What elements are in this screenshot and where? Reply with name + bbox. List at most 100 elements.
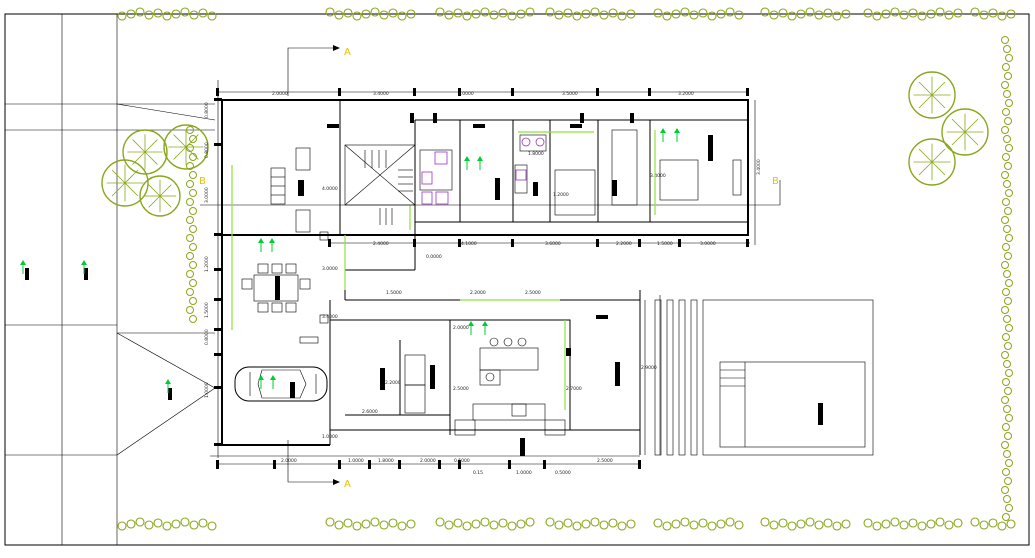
dim-tick: [368, 460, 371, 469]
hedge-leaf: [186, 162, 194, 170]
hedge-leaf: [1004, 297, 1012, 305]
hedge-leaf: [189, 189, 197, 197]
staircase: [344, 144, 416, 225]
hedge-leaf: [1003, 45, 1011, 53]
hedge-leaf: [406, 9, 416, 19]
dim-bu-5: 1.5000: [657, 241, 673, 247]
hedge-leaf: [1001, 306, 1009, 314]
hedge-leaf: [343, 518, 353, 528]
dimension-ticks: [214, 88, 749, 469]
hedge-leaf: [1004, 387, 1012, 395]
hedge-leaf: [186, 288, 194, 296]
dim-left-6: 0.8000: [204, 329, 210, 345]
hedge-leaf: [1005, 459, 1013, 467]
hedge-leaf: [814, 10, 824, 20]
hedge-leaf: [507, 521, 517, 531]
hedge-leaf: [1003, 450, 1011, 458]
hedge-leaf: [480, 7, 490, 17]
tag: [818, 403, 823, 425]
dim-tick: [398, 460, 401, 469]
hedge-leaf: [343, 8, 353, 18]
dim-bottom-small-2: 1.0000: [516, 470, 532, 476]
tag: [570, 124, 582, 128]
dim-tick: [273, 460, 276, 469]
dim-tick: [214, 353, 222, 356]
dim-int-4: 1.5000: [386, 290, 402, 296]
hedge-leaf: [370, 517, 380, 527]
hedge-leaf: [698, 518, 708, 528]
hedge-leaf: [144, 520, 154, 530]
hedge-leaf: [590, 7, 600, 17]
dim-tick: [338, 460, 341, 469]
hedge-leaf: [823, 518, 833, 528]
hedge-leaf: [769, 520, 779, 530]
dim-tick: [338, 88, 341, 96]
hedge-leaf: [325, 7, 335, 17]
hedge-leaf: [662, 521, 672, 531]
dim-tick: [214, 233, 222, 236]
hedge-leaf: [171, 519, 181, 529]
dim-top-5: 3.2000: [678, 91, 694, 97]
hedge-leaf: [760, 517, 770, 527]
hedge-leaf: [908, 8, 918, 18]
black-annotation-tags: [25, 113, 823, 456]
hedge-leaf: [881, 9, 891, 19]
hedge-leaf: [899, 520, 909, 530]
level-marker: [464, 156, 470, 170]
hedge-leaf: [171, 9, 181, 19]
dim-top-3: 1.0000: [458, 91, 474, 97]
hedge-leaf: [554, 10, 564, 20]
hedge-leaf: [361, 519, 371, 529]
dim-bottom-3: 1.8000: [378, 458, 394, 464]
hedge-leaf: [186, 180, 194, 188]
hedge-leaf: [1001, 396, 1009, 404]
hedge-leaf: [388, 518, 398, 528]
hedge-leaf: [1003, 360, 1011, 368]
hedge-leaf: [725, 7, 735, 17]
hedge-leaf: [590, 517, 600, 527]
hedge-leaf: [1005, 279, 1013, 287]
hedge-leaf: [370, 7, 380, 17]
level-marker: [468, 321, 474, 335]
hedge-leaf: [1003, 135, 1011, 143]
hedge-leaf: [1001, 351, 1009, 359]
hedge-leaf: [135, 517, 145, 527]
tag: [433, 113, 437, 123]
hedge-leaf: [153, 518, 163, 528]
hedge-leaf: [325, 517, 335, 527]
tag: [533, 182, 538, 196]
dim-bottom-small-1: 0.15: [473, 470, 483, 476]
hedge-leaf: [189, 135, 197, 143]
hedge-leaf: [388, 8, 398, 18]
hedge-leaf: [689, 520, 699, 530]
hedge-leaf: [162, 521, 172, 531]
dim-top-4: 3.5000: [562, 91, 578, 97]
hedge-leaf: [979, 10, 989, 20]
hedge-leaf: [1004, 72, 1012, 80]
hedge-leaf: [1005, 189, 1013, 197]
hedge-leaf: [1005, 54, 1013, 62]
dim-tick: [508, 460, 511, 469]
dim-int-6: 2.2000: [470, 290, 486, 296]
hedge-leaf: [1002, 468, 1010, 476]
hedge-leaf: [186, 216, 194, 224]
hedge-leaf: [554, 520, 564, 530]
level-marker: [660, 128, 666, 142]
level-marker: [269, 238, 275, 252]
hedge-leaf: [653, 518, 663, 528]
hedge-leaf: [626, 9, 636, 19]
hedge-leaf: [863, 518, 873, 528]
hedge-leaf: [769, 10, 779, 20]
hedge-leaf: [805, 7, 815, 17]
dim-tick: [216, 460, 219, 469]
dim-bu-4: 2.2000: [616, 241, 632, 247]
hedge-leaf: [1001, 441, 1009, 449]
dim-bu-3: 3.6000: [545, 241, 561, 247]
dim-int-16: 1.2000: [553, 192, 569, 198]
dim-int-13: 2.9000: [641, 365, 657, 371]
tag: [566, 348, 571, 356]
tag: [708, 135, 713, 161]
hedge-leaf: [563, 518, 573, 528]
car: [234, 366, 328, 402]
tag: [298, 180, 304, 196]
